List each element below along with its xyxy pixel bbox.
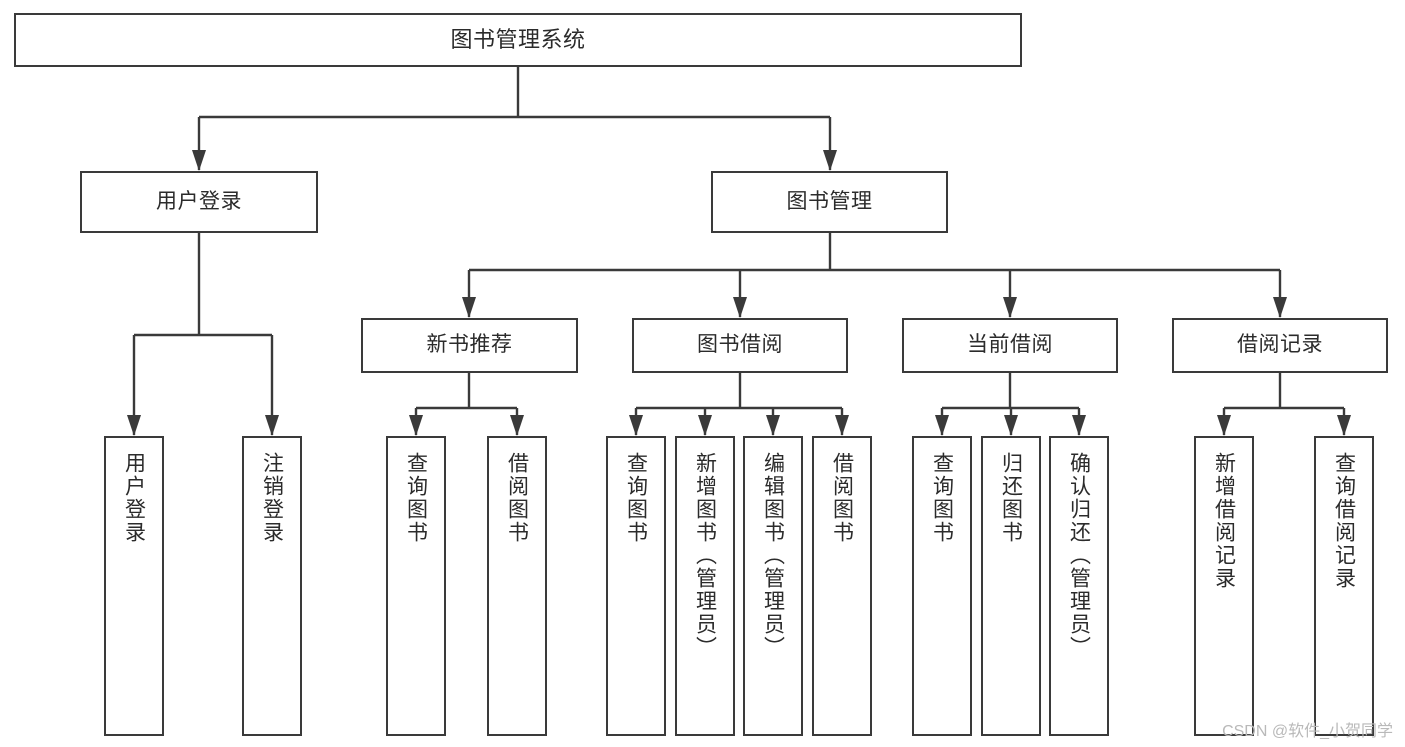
node-label: 借阅图书 (505, 452, 529, 544)
arrow-icon-book-borrow-to-leaves-0 (629, 415, 643, 436)
node-label: 图书管理 (786, 189, 873, 213)
watermark: CSDN @软件_小贺同学 (1222, 723, 1393, 740)
node-label: 编辑图书（管理员） (761, 452, 785, 659)
node-leaf-borrow-book: 借阅图书 (812, 436, 872, 736)
node-leaf-confirm-return-admin: 确认归还（管理员） (1049, 436, 1109, 736)
node-label: 查询图书 (930, 452, 954, 544)
node-label: 图书借阅 (697, 333, 783, 357)
arrow-icon-book-borrow-to-leaves-1 (698, 415, 712, 436)
node-label: 新增借阅记录 (1212, 452, 1236, 590)
arrow-icon-user-login-to-leaves-1 (265, 415, 279, 436)
node-leaf-edit-book-admin: 编辑图书（管理员） (743, 436, 803, 736)
node-leaf-add-borrow-record: 新增借阅记录 (1194, 436, 1254, 736)
node-leaf-query-borrow-record: 查询借阅记录 (1314, 436, 1374, 736)
arrow-icon-current-borrow-to-leaves-1 (1004, 415, 1018, 436)
node-label: 注销登录 (260, 452, 284, 544)
node-user-login: 用户登录 (80, 171, 318, 233)
arrow-icon-new-book-recommend-to-leaves-0 (409, 415, 423, 436)
node-label: 归还图书 (999, 452, 1023, 544)
node-leaf-add-book-admin: 新增图书（管理员） (675, 436, 735, 736)
arrow-icon-user-login-to-leaves-0 (127, 415, 141, 436)
node-leaf-query-book-current: 查询图书 (912, 436, 972, 736)
arrow-icon-root-to-level2-1 (823, 150, 837, 171)
node-leaf-query-book: 查询图书 (606, 436, 666, 736)
node-label: 查询图书 (404, 452, 428, 544)
node-label: 用户登录 (156, 189, 242, 213)
node-borrow-record: 借阅记录 (1172, 318, 1388, 373)
node-label: 用户登录 (122, 452, 146, 544)
node-label: 新增图书（管理员） (693, 452, 717, 659)
node-root: 图书管理系统 (14, 13, 1022, 67)
node-label: 查询图书 (624, 452, 648, 544)
node-label: 确认归还（管理员） (1067, 452, 1091, 659)
node-label: 借阅记录 (1237, 333, 1323, 357)
node-leaf-return-book: 归还图书 (981, 436, 1041, 736)
node-current-borrow: 当前借阅 (902, 318, 1118, 373)
arrow-icon-current-borrow-to-leaves-2 (1072, 415, 1086, 436)
arrow-icon-book-management-to-level3-3 (1273, 297, 1287, 318)
arrow-icon-book-management-to-level3-1 (733, 297, 747, 318)
node-label: 新书推荐 (426, 333, 513, 357)
arrow-icon-book-borrow-to-leaves-3 (835, 415, 849, 436)
arrow-icon-book-management-to-level3-0 (462, 297, 476, 318)
node-label: 查询借阅记录 (1332, 452, 1356, 590)
node-book-management: 图书管理 (711, 171, 948, 233)
node-new-book-recommend: 新书推荐 (361, 318, 578, 373)
node-leaf-user-login: 用户登录 (104, 436, 164, 736)
arrow-icon-borrow-record-to-leaves-0 (1217, 415, 1231, 436)
node-leaf-query-book-recommend: 查询图书 (386, 436, 446, 736)
node-book-borrow: 图书借阅 (632, 318, 848, 373)
node-label: 借阅图书 (830, 452, 854, 544)
arrow-icon-book-borrow-to-leaves-2 (766, 415, 780, 436)
node-leaf-borrow-book-recommend: 借阅图书 (487, 436, 547, 736)
node-label: 图书管理系统 (450, 27, 586, 53)
arrow-icon-book-management-to-level3-2 (1003, 297, 1017, 318)
arrow-icon-new-book-recommend-to-leaves-1 (510, 415, 524, 436)
node-label: 当前借阅 (967, 333, 1053, 357)
node-leaf-logout: 注销登录 (242, 436, 302, 736)
arrow-icon-borrow-record-to-leaves-1 (1337, 415, 1351, 436)
arrow-icon-current-borrow-to-leaves-0 (935, 415, 949, 436)
arrow-icon-root-to-level2-0 (192, 150, 206, 171)
